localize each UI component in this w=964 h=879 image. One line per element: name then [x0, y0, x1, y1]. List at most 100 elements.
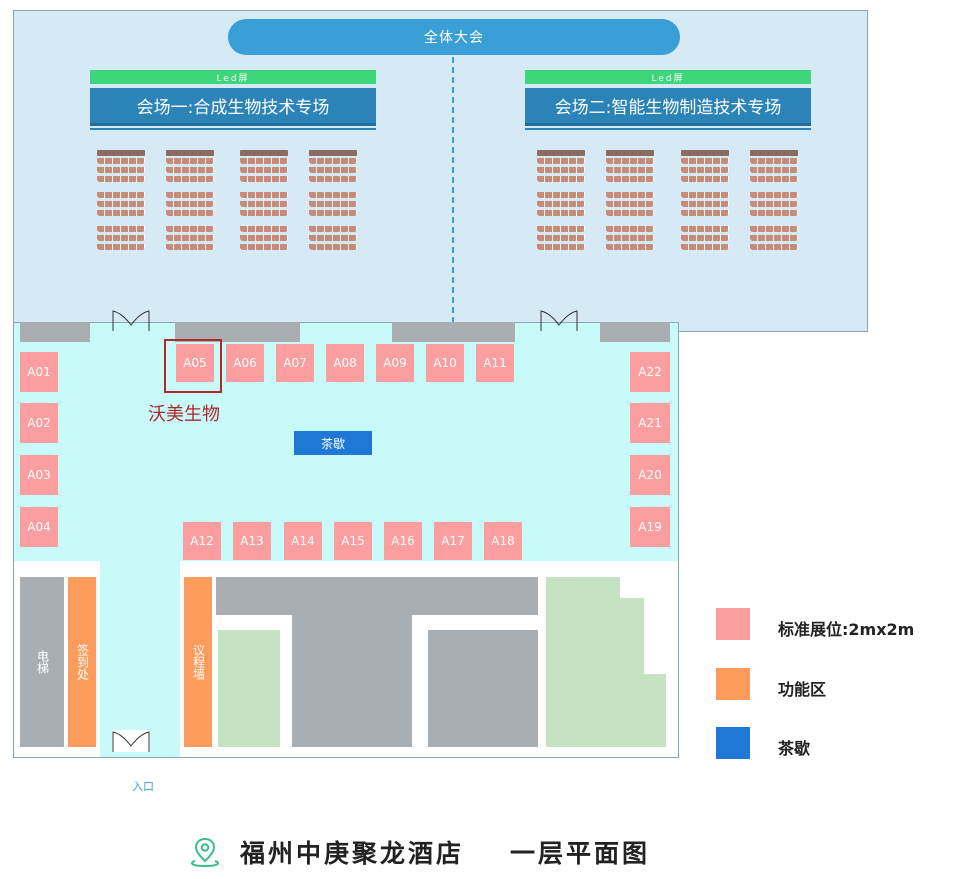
seat-row	[606, 167, 654, 173]
seat-row	[240, 226, 288, 232]
booth-a06[interactable]: A06	[226, 344, 264, 382]
legend-swatch-booth	[716, 608, 750, 640]
legend-swatch-tea	[716, 727, 750, 759]
seat-row	[750, 201, 798, 207]
booth-a03[interactable]: A03	[20, 455, 58, 495]
seat-row	[681, 158, 729, 164]
booth-a11[interactable]: A11	[476, 344, 514, 382]
entrance-door-icon	[112, 730, 150, 752]
agenda-wall[interactable]: 议程墙	[184, 577, 212, 747]
seat-row	[309, 244, 357, 250]
seat-row	[750, 158, 798, 164]
seat-block	[97, 150, 145, 253]
seat-row	[166, 210, 214, 216]
green-room	[546, 577, 620, 747]
venue2-stage-title: 会场二:智能生物制造技术专场	[525, 88, 811, 126]
signin-desk[interactable]: 签到处	[68, 577, 96, 747]
seat-block	[309, 150, 357, 253]
seat-row	[240, 192, 288, 198]
venue1-stage-edge	[90, 128, 376, 130]
booth-a10[interactable]: A10	[426, 344, 464, 382]
highlight-exhibitor-label: 沃美生物	[148, 404, 220, 425]
booth-a08[interactable]: A08	[326, 344, 364, 382]
entrance-label: 入口	[132, 780, 154, 793]
seat-row	[240, 235, 288, 241]
booth-a05[interactable]: A05	[176, 344, 214, 382]
seat-row	[681, 244, 729, 250]
seat-row	[97, 235, 145, 241]
seat-row	[97, 176, 145, 182]
booth-a15[interactable]: A15	[334, 522, 372, 560]
booth-a22[interactable]: A22	[630, 352, 670, 392]
booth-a04[interactable]: A04	[20, 507, 58, 547]
seat-row	[97, 192, 145, 198]
seat-row	[166, 192, 214, 198]
seat-row	[97, 158, 145, 164]
highlight-box	[164, 339, 222, 393]
seat-row	[681, 167, 729, 173]
booth-a21[interactable]: A21	[630, 403, 670, 443]
seat-row	[309, 201, 357, 207]
seat-row	[537, 176, 585, 182]
seat-row	[750, 210, 798, 216]
booth-a19[interactable]: A19	[630, 507, 670, 547]
seat-row	[240, 176, 288, 182]
seat-row	[240, 201, 288, 207]
booth-a02[interactable]: A02	[20, 403, 58, 443]
wall-segment	[392, 322, 515, 342]
seat-block	[537, 150, 585, 253]
wall-segment	[175, 322, 300, 342]
seat-row	[537, 192, 585, 198]
booth-a18[interactable]: A18	[484, 522, 522, 560]
seat-row	[750, 192, 798, 198]
seat-row	[750, 226, 798, 232]
booth-a13[interactable]: A13	[233, 522, 271, 560]
elevator: 电梯	[20, 577, 64, 747]
booth-a09[interactable]: A09	[376, 344, 414, 382]
seat-row	[166, 167, 214, 173]
booth-a17[interactable]: A17	[434, 522, 472, 560]
seat-row	[606, 210, 654, 216]
booth-a12[interactable]: A12	[183, 522, 221, 560]
door-icon	[112, 310, 150, 331]
seat-row	[166, 158, 214, 164]
door-icon	[540, 310, 578, 331]
service-room	[292, 577, 412, 747]
seat-row	[606, 244, 654, 250]
seat-row	[681, 192, 729, 198]
seat-row	[166, 176, 214, 182]
green-room	[218, 630, 280, 747]
footer-title: 福州中庚聚龙酒店 一层平面图	[188, 832, 650, 872]
seat-row	[97, 201, 145, 207]
seat-row	[166, 226, 214, 232]
seat-row	[537, 244, 585, 250]
booth-a07[interactable]: A07	[276, 344, 314, 382]
seat-row	[240, 158, 288, 164]
seat-row	[681, 226, 729, 232]
booth-a20[interactable]: A20	[630, 455, 670, 495]
seat-row	[166, 244, 214, 250]
seat-row	[750, 167, 798, 173]
seat-row	[537, 201, 585, 207]
green-room	[620, 598, 644, 747]
seat-row	[681, 201, 729, 207]
seat-row	[309, 210, 357, 216]
booth-a01[interactable]: A01	[20, 352, 58, 392]
booth-a14[interactable]: A14	[284, 522, 322, 560]
venue2-stage-edge	[525, 128, 811, 130]
seat-row	[309, 158, 357, 164]
seat-row	[750, 235, 798, 241]
booth-a16[interactable]: A16	[384, 522, 422, 560]
seat-row	[606, 201, 654, 207]
seat-row	[537, 226, 585, 232]
seat-row	[606, 235, 654, 241]
seat-row	[309, 167, 357, 173]
legend-label-booth: 标准展位:2mx2m	[778, 620, 915, 639]
tea-break-area[interactable]: 茶歇	[294, 431, 372, 455]
seat-row	[681, 235, 729, 241]
seat-block	[681, 150, 729, 253]
seat-row	[606, 192, 654, 198]
seat-block	[750, 150, 798, 253]
seat-row	[606, 226, 654, 232]
seat-row	[97, 210, 145, 216]
